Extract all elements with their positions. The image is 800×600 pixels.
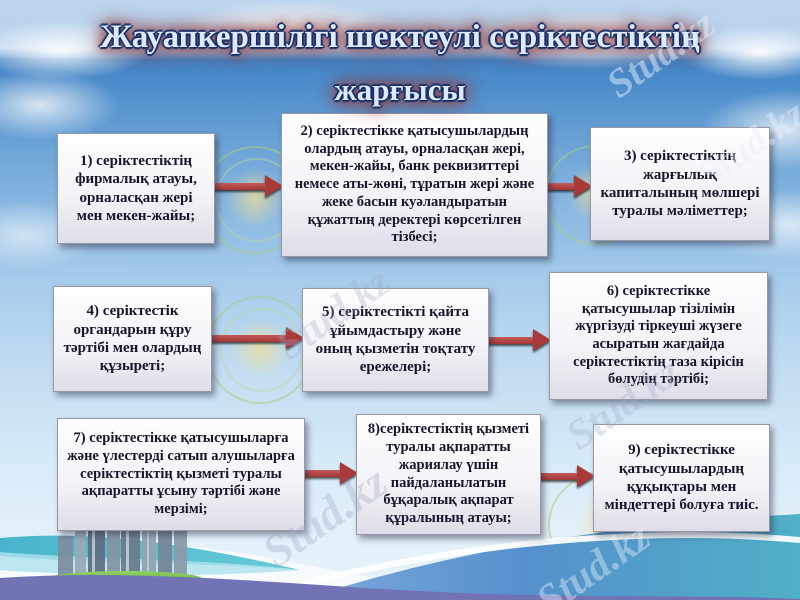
arrow-shaft	[210, 334, 286, 342]
arrow-shaft	[303, 469, 340, 477]
arrow-shaft	[211, 182, 265, 190]
charter-item-3: 3) серіктестіктің жарғылық капиталының м…	[590, 127, 770, 241]
charter-item-9: 9) серіктестікке қатысушылардың құқықтар…	[593, 424, 770, 532]
arrow-5-6	[487, 329, 551, 351]
charter-item-7: 7) серіктестікке қатысушыларға және үлес…	[57, 418, 305, 531]
arrow-8-9	[539, 465, 595, 487]
arrow-head-icon	[286, 327, 304, 349]
arrow-head-icon	[577, 465, 595, 487]
arrow-4-5	[210, 327, 304, 349]
bottom-wave-art	[0, 513, 800, 600]
charter-item-4: 4) серіктестік органдарын құру тәртібі м…	[53, 286, 212, 392]
arrow-shaft	[539, 472, 577, 480]
charter-item-8: 8)серіктестіктің қызметі туралы ақпаратт…	[356, 414, 541, 535]
slide-title-line2: жарғысы	[334, 71, 466, 107]
charter-item-1: 1) серіктестіктің фирмалық атауы, орнала…	[57, 133, 215, 244]
arrow-2-3	[546, 175, 592, 197]
arrow-head-icon	[340, 462, 358, 484]
arrow-head-icon	[533, 329, 551, 351]
arrow-7-8	[303, 462, 358, 484]
charter-item-5: 5) серіктестікті қайта ұйымдастыру және …	[302, 288, 489, 392]
charter-item-2: 2) серіктестікке қатысушылардың олардың …	[281, 113, 548, 257]
arrow-shaft	[546, 182, 574, 190]
charter-item-6: 6) серіктестікке қатысушылар тізілімін ж…	[549, 272, 768, 400]
arrow-shaft	[487, 336, 533, 344]
slide-title-line1: Жауапкершілігі шектеулі серіктестіктің	[99, 19, 701, 55]
arrow-1-2	[211, 175, 283, 197]
slide-title: Жауапкершілігі шектеулі серіктестіктің ж…	[0, 14, 800, 113]
